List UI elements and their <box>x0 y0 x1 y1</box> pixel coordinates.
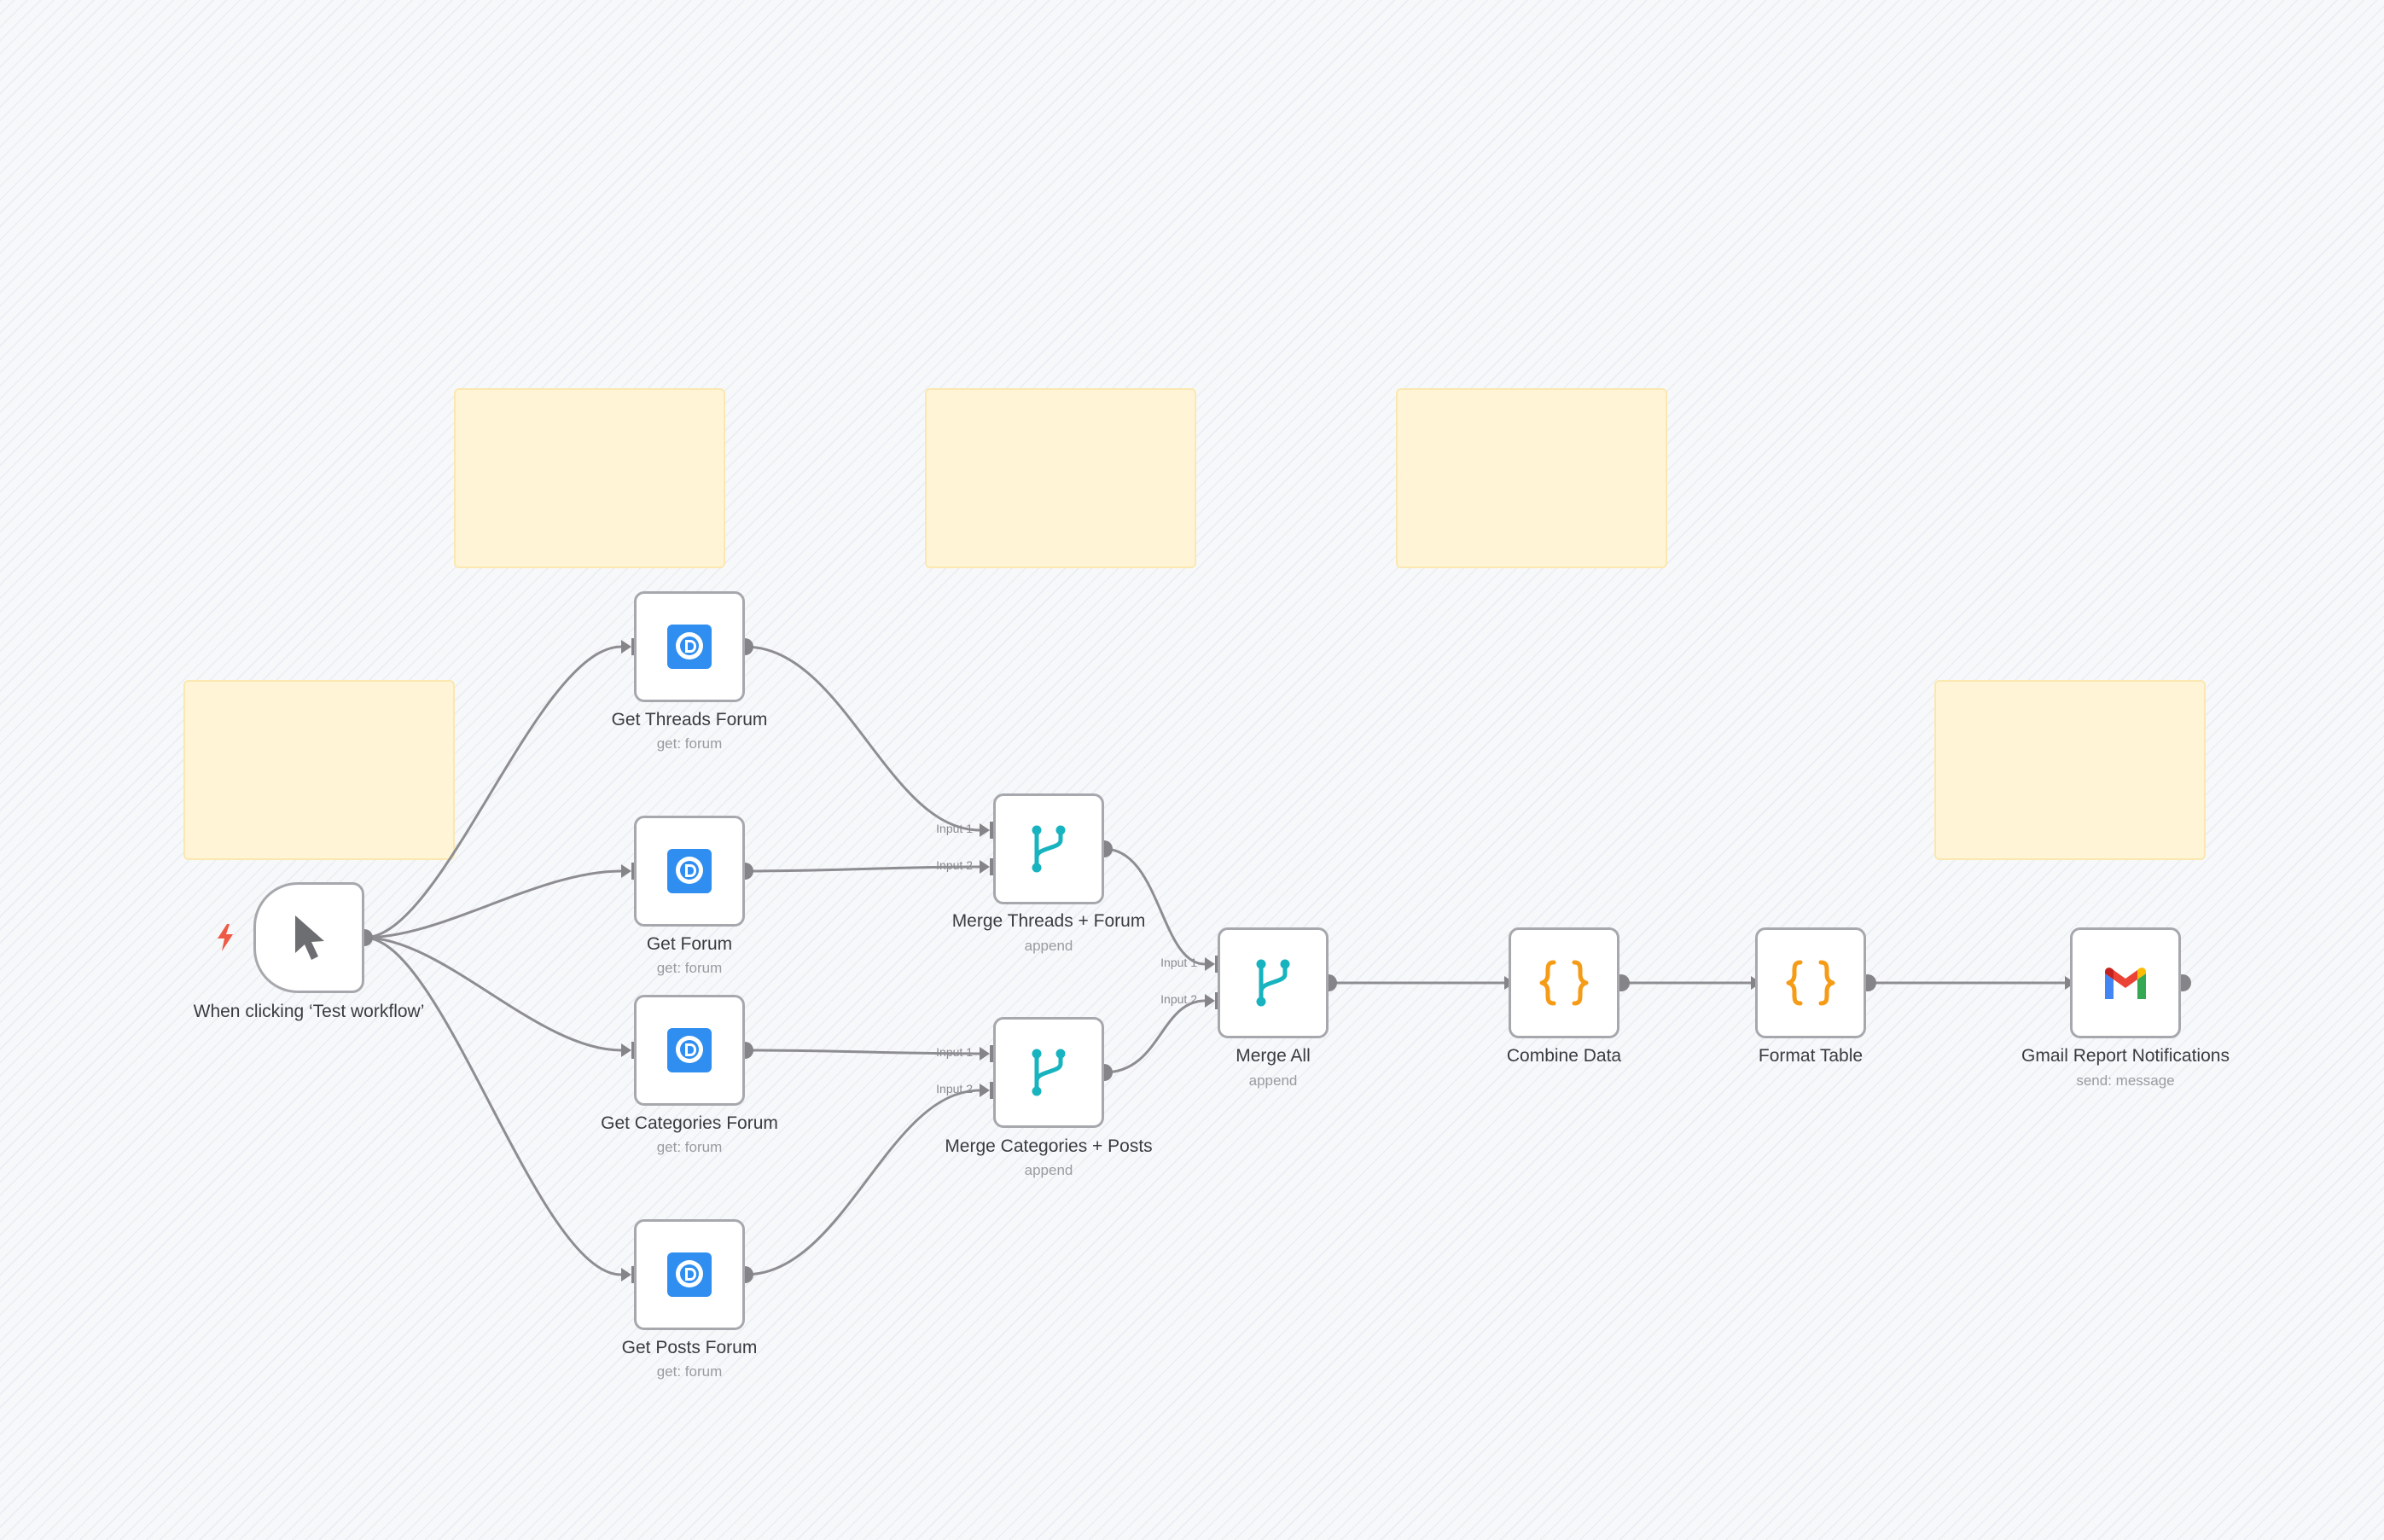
gmail-icon <box>2105 968 2146 999</box>
get-forum-label: Get Forum <box>646 934 733 954</box>
port-label: Input 1 <box>936 1045 973 1059</box>
combine-data-label: Combine Data <box>1506 1046 1622 1066</box>
merge-threads-forum-label: Merge Threads + Forum <box>951 911 1146 931</box>
port-label: Input 1 <box>1160 956 1197 969</box>
merge-icon <box>1032 1049 1066 1096</box>
get-threads-forum-sub: get: forum <box>656 735 723 752</box>
merge-categories-posts-sub: append <box>1024 1162 1073 1178</box>
merge-threads-forum-node[interactable] <box>993 793 1104 904</box>
gmail-sub: send: message <box>2076 1072 2175 1089</box>
edge-trigger-posts <box>363 936 622 1276</box>
combine-data-node[interactable] <box>1509 927 1619 1038</box>
get-forum-node[interactable] <box>634 816 745 927</box>
discourse-icon <box>667 849 712 893</box>
merge-all-sub: append <box>1248 1072 1298 1089</box>
get-posts-forum-sub: get: forum <box>656 1363 723 1380</box>
sticky-note[interactable] <box>183 680 455 860</box>
get-forum-sub: get: forum <box>656 960 723 976</box>
sticky-note[interactable] <box>1396 388 1667 568</box>
get-threads-forum-label: Get Threads Forum <box>611 710 768 729</box>
discourse-icon <box>667 1252 712 1297</box>
get-categories-forum-node[interactable] <box>634 995 745 1106</box>
merge-categories-posts-node[interactable] <box>993 1017 1104 1128</box>
gmail-node[interactable] <box>2070 927 2181 1038</box>
code-braces-icon <box>1539 960 1589 1006</box>
port-label: Input 2 <box>936 1082 973 1095</box>
merge-icon <box>1256 959 1290 1007</box>
discourse-icon <box>667 625 712 669</box>
port-label: Input 2 <box>936 858 973 872</box>
get-threads-forum-node[interactable] <box>634 591 745 702</box>
trigger-bolt-icon <box>218 924 233 951</box>
trigger-node-label: When clicking ‘Test workflow’ <box>193 1002 425 1021</box>
merge-all-node[interactable] <box>1218 927 1329 1038</box>
sticky-note[interactable] <box>925 388 1196 568</box>
get-categories-forum-label: Get Categories Forum <box>601 1113 778 1133</box>
port-label: Input 1 <box>936 822 973 835</box>
sticky-note[interactable] <box>454 388 725 568</box>
get-categories-forum-sub: get: forum <box>656 1139 723 1155</box>
merge-all-label: Merge All <box>1236 1046 1311 1066</box>
trigger-node[interactable] <box>253 882 364 993</box>
merge-icon <box>1032 825 1066 873</box>
cursor-icon <box>295 915 324 960</box>
format-table-node[interactable] <box>1755 927 1866 1038</box>
get-posts-forum-label: Get Posts Forum <box>621 1338 758 1357</box>
port-label: Input 2 <box>1160 992 1197 1006</box>
gmail-label: Gmail Report Notifications <box>2021 1046 2230 1066</box>
format-table-label: Format Table <box>1758 1046 1864 1066</box>
sticky-note[interactable] <box>1934 680 2206 860</box>
code-braces-icon <box>1786 960 1835 1006</box>
get-posts-forum-node[interactable] <box>634 1219 745 1330</box>
edge-trigger-forum <box>363 869 622 939</box>
merge-threads-forum-sub: append <box>1024 938 1073 954</box>
merge-categories-posts-label: Merge Categories + Posts <box>945 1136 1153 1156</box>
discourse-icon <box>667 1028 712 1072</box>
